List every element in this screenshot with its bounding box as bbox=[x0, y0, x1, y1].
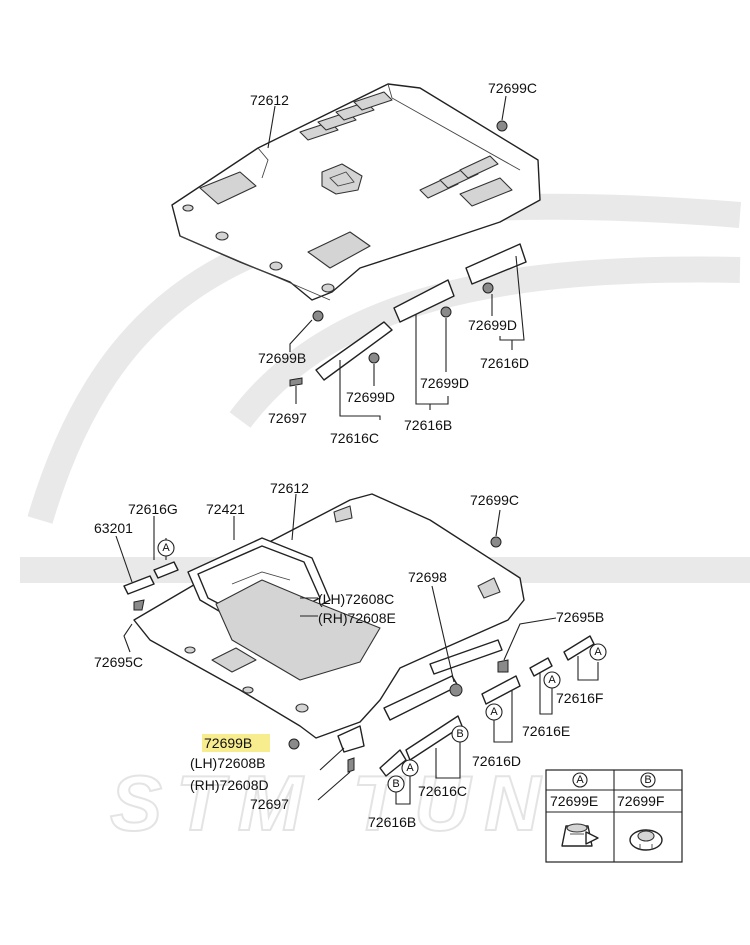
bottom-clip-c-icon bbox=[490, 536, 502, 548]
bottom-label-rh-72608e: (RH)72608E bbox=[318, 610, 396, 626]
watermark-text: STM TUNE bbox=[110, 759, 621, 847]
bottom-label-63201: 63201 bbox=[94, 520, 133, 536]
callout-a-g-text: A bbox=[162, 542, 170, 554]
bottom-clip-72698-icon bbox=[449, 683, 463, 697]
callout-a-f bbox=[589, 643, 607, 661]
svg-text:A: A bbox=[406, 762, 414, 774]
bottom-label-72695c: 72695C bbox=[94, 654, 143, 670]
svg-text:A: A bbox=[548, 674, 556, 686]
bottom-label-72697: 72697 bbox=[250, 796, 289, 812]
top-label-72616c: 72616C bbox=[330, 430, 379, 446]
bottom-trim-strip bbox=[383, 675, 459, 721]
svg-text:A: A bbox=[490, 706, 498, 718]
bottom-label-rh-72608d: (RH)72608D bbox=[190, 777, 269, 793]
callout-a-d bbox=[485, 703, 503, 721]
top-label-72616d: 72616D bbox=[480, 355, 529, 371]
svg-text:B: B bbox=[392, 778, 399, 790]
bottom-label-72616g: 72616G bbox=[128, 501, 178, 517]
top-pad-c bbox=[315, 321, 393, 381]
bottom-label-72695b: 72695B bbox=[556, 609, 604, 625]
top-label-72699d-c: 72699D bbox=[346, 389, 395, 405]
svg-text:B: B bbox=[456, 728, 463, 740]
legend-part-a: 72699E bbox=[550, 793, 598, 809]
bottom-sunroof-opening bbox=[215, 579, 381, 681]
bottom-label-72698: 72698 bbox=[408, 569, 447, 585]
top-clip-d2-icon bbox=[440, 306, 452, 318]
bottom-label-72616f: 72616F bbox=[556, 690, 603, 706]
top-label-72612: 72612 bbox=[250, 92, 289, 108]
top-clip-d3-icon bbox=[482, 282, 494, 294]
bottom-hook-c-icon bbox=[133, 599, 145, 611]
top-label-72699b: 72699B bbox=[258, 350, 306, 366]
top-pad-d bbox=[465, 243, 527, 285]
bottom-label-72616e: 72616E bbox=[522, 723, 570, 739]
callout-a-b bbox=[401, 759, 419, 777]
legend-callout-b bbox=[640, 772, 656, 788]
bottom-pad-e bbox=[529, 657, 553, 677]
bottom-label-lh-72608c: (LH)72608C bbox=[318, 591, 394, 607]
top-center-handle bbox=[321, 163, 363, 195]
bottom-label-72612: 72612 bbox=[270, 480, 309, 496]
bottom-label-72699c: 72699C bbox=[470, 492, 519, 508]
callout-a-g bbox=[157, 539, 175, 557]
legend-callout-a bbox=[572, 772, 588, 788]
svg-text:B: B bbox=[644, 774, 651, 786]
top-clip-b-icon bbox=[312, 310, 324, 322]
legend-part-b: 72699F bbox=[617, 793, 664, 809]
bottom-pad-g bbox=[153, 561, 179, 579]
top-slots-right bbox=[419, 155, 499, 199]
top-label-72699c: 72699C bbox=[488, 80, 537, 96]
bottom-screw-icon bbox=[347, 757, 355, 773]
bottom-pad-b bbox=[379, 749, 407, 777]
bottom-label-72699b-highlighted[interactable]: 72699B bbox=[204, 735, 252, 751]
svg-text:A: A bbox=[576, 774, 584, 786]
bottom-diagram: A A A A B B A bbox=[115, 493, 607, 805]
top-screw-icon bbox=[289, 377, 303, 387]
callout-b-c bbox=[451, 725, 469, 743]
clip-b-icon bbox=[629, 829, 663, 851]
top-slots-left bbox=[299, 91, 393, 141]
bottom-label-72616b: 72616B bbox=[368, 814, 416, 830]
callout-a-e bbox=[543, 671, 561, 689]
top-label-72697: 72697 bbox=[268, 410, 307, 426]
callout-b-b bbox=[387, 775, 405, 793]
bottom-label-72616c: 72616C bbox=[418, 783, 467, 799]
bottom-label-72616d: 72616D bbox=[472, 753, 521, 769]
bottom-hook-b-icon bbox=[497, 659, 509, 673]
top-pad-b bbox=[393, 279, 455, 323]
bottom-clip-b-icon bbox=[288, 738, 300, 750]
top-label-72699d-a: 72699D bbox=[468, 317, 517, 333]
top-diagram bbox=[171, 83, 541, 420]
top-label-72616b: 72616B bbox=[404, 417, 452, 433]
legend-table: A B 72699E 72699F bbox=[545, 769, 683, 863]
bottom-label-lh-72608b: (LH)72608B bbox=[190, 755, 266, 771]
bottom-bracket bbox=[337, 725, 365, 753]
top-clip-d1-icon bbox=[368, 352, 380, 364]
highlight-box bbox=[202, 734, 270, 752]
svg-text:A: A bbox=[594, 646, 602, 658]
top-label-72699d-b: 72699D bbox=[420, 375, 469, 391]
bottom-lamp bbox=[123, 575, 155, 595]
clip-a-icon bbox=[561, 823, 599, 847]
bottom-pad-f bbox=[563, 635, 595, 661]
bottom-pad-d bbox=[481, 675, 521, 705]
top-clip-c-icon bbox=[496, 120, 508, 132]
bottom-label-72421: 72421 bbox=[206, 501, 245, 517]
